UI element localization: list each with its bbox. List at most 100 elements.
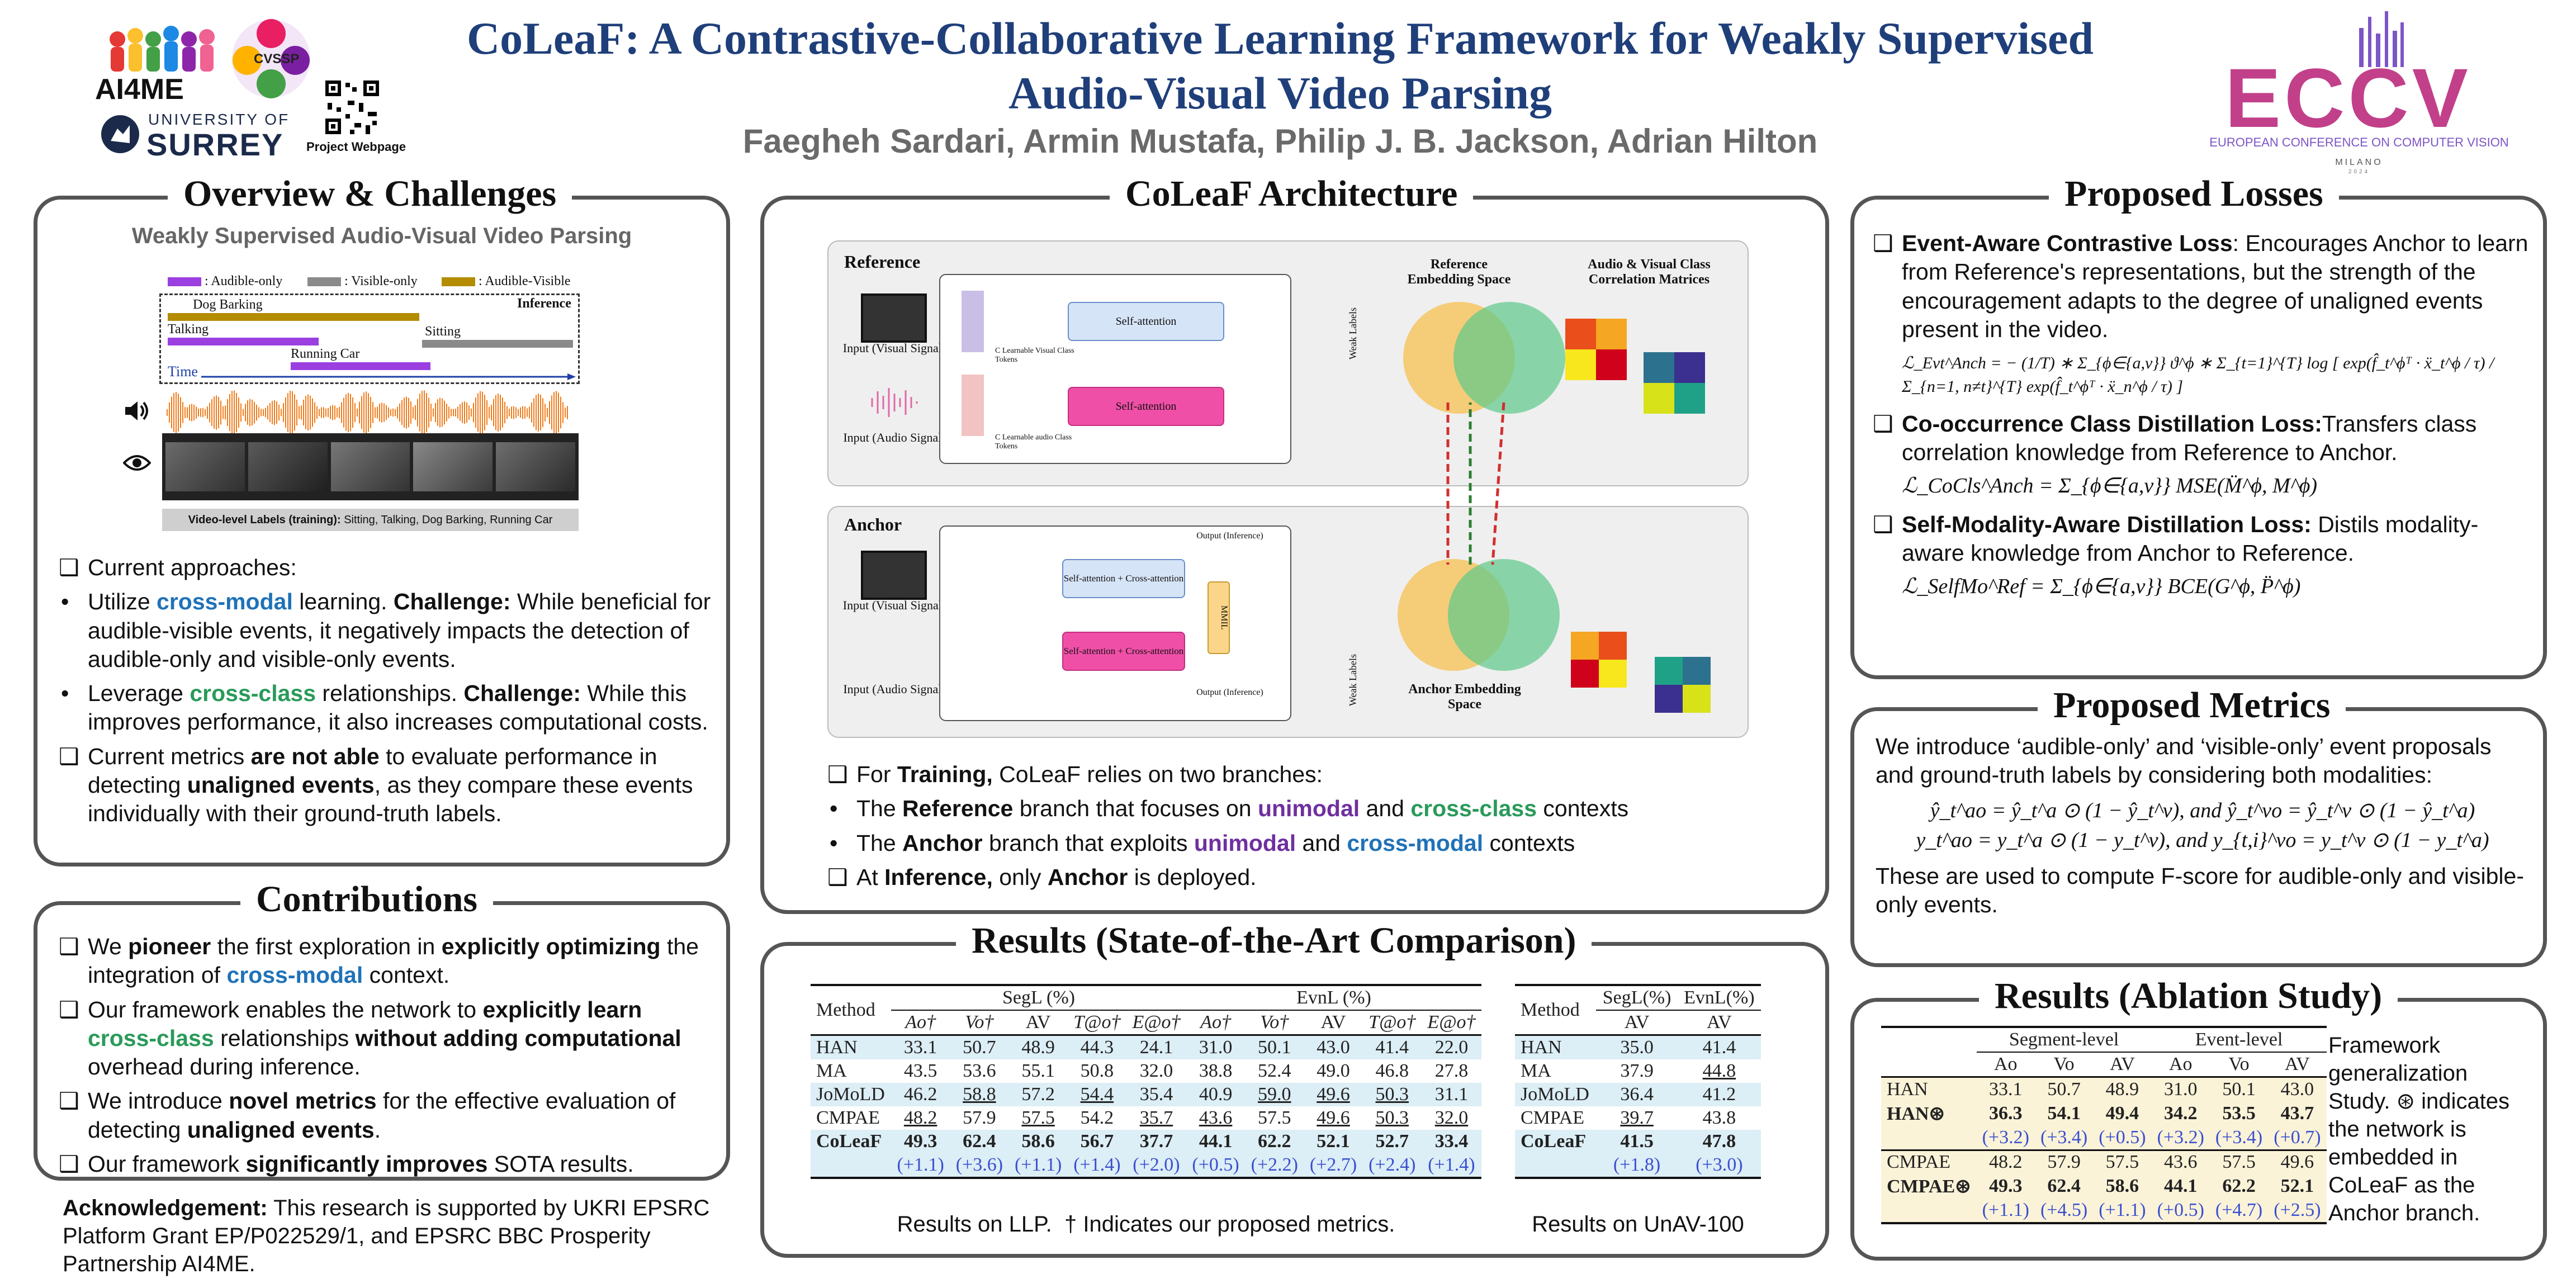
llp-col-header: T@o† [1073,1012,1121,1033]
metrics-title: Proposed Metrics [2038,687,2346,724]
anc-embedding-circles [1398,553,1565,676]
cvssp-logo: CVSSP [229,17,313,101]
table-cell: 41.2 [1677,1083,1761,1106]
table-cell: 41.5 [1596,1130,1678,1153]
legend-visible-only: : Visible-only [307,274,418,289]
table-cell: 44.8 [1702,1060,1736,1081]
ref-audio-self-attention: Self-attention [1068,387,1224,426]
ref-audio-tokens-label: C Learnable audio Class Tokens [995,433,1072,451]
ablation-title: Results (Ablation Study) [1979,978,2398,1015]
table-cell: 38.8 [1199,1060,1233,1081]
ablation-col-header: Ao [2168,1054,2193,1074]
table-cell: 50.1 [1245,1035,1304,1059]
table-cell: 32.0 [1139,1060,1173,1081]
gain-cell: (+0.5) [2093,1126,2152,1150]
ablation-col-header: Vo [2228,1054,2250,1074]
loss-evt-equation: ℒ_Evt^Anch = − (1/T) ∗ Σ_{ϕ∈{a,v}} ϑ^ϕ ∗… [1902,354,2494,396]
anc-audio-self-cross: Self-attention + Cross-attention [1062,632,1185,671]
gain-cell: (+1.4) [1421,1153,1481,1178]
llp-col-header: Vo† [1260,1012,1289,1033]
metrics-eq-gt: y_t^ao = y_t^a ⊙ (1 − y_t^v), and y_{t,i… [1916,828,2489,852]
event-talking: Talking [168,322,209,337]
anc-mmil: MMIL [1208,581,1230,654]
overview-panel [34,196,730,866]
table-cell: 54.1 [2034,1101,2094,1126]
overview-bullet-cross-modal: • Utilize cross-modal learning. Challeng… [61,589,711,672]
gain-cell: (+1.1) [891,1153,950,1178]
inference-label: Inference [517,296,571,311]
anchor-label: Anchor [844,514,902,534]
method-name: MA [816,1060,847,1081]
method-name: CoLeaF [811,1130,892,1153]
anc-visual-self-cross: Self-attention + Cross-attention [1062,559,1185,598]
llp-col-header: E@o† [1132,1012,1181,1033]
table-cell: 48.2 [903,1107,937,1128]
table-cell: 37.9 [1620,1060,1654,1081]
table-cell: 22.0 [1421,1035,1481,1059]
anchor-branch-box [939,525,1291,721]
method-name: CMPAE [816,1107,880,1128]
table-cell [1515,1153,1597,1178]
table-cell: 35.7 [1139,1107,1173,1128]
ref-audio-corr-matrix [1565,319,1627,380]
table-cell: 33.1 [1976,1077,2035,1101]
method-name: JoMoLD [811,1083,892,1106]
ref-visual-tokens-label: C Learnable Visual Class Tokens [995,347,1074,364]
table-cell: 46.8 [1375,1060,1409,1081]
method-name: CMPAE [1881,1150,1977,1174]
acknowledgement: Acknowledgement: This research is suppor… [63,1196,710,1276]
llp-col-segl: SegL (%) [891,985,1186,1011]
surrey-univ-label: UNIVERSITY OF [148,111,290,128]
table-cell: 52.1 [1304,1130,1363,1153]
ablation-col-header: AV [2285,1054,2310,1074]
table-cell: 54.2 [1080,1107,1114,1128]
qr-caption: Project Webpage [306,140,406,154]
ablation-col-header: Vo [2053,1054,2075,1074]
table-cell: 44.1 [1186,1130,1246,1153]
gain-cell: (+4.7) [2209,1198,2269,1223]
gain-cell: (+1.1) [1976,1198,2035,1223]
table-cell: 49.4 [2093,1101,2152,1126]
method-name: CoLeaF [1515,1130,1597,1153]
table-cell: 49.6 [2268,1150,2327,1174]
method-name: JoMoLD [1515,1083,1597,1106]
loss-self-modality: ❑ Self-Modality-Aware Distillation Loss:… [1873,512,2479,566]
table-cell: 43.6 [1199,1107,1233,1128]
table-cell: 62.4 [950,1130,1009,1153]
ai4me-people-icon [106,22,218,73]
llp-col-header: Ao† [905,1012,936,1033]
arch-bullet-reference: • The Reference branch that focuses on u… [830,795,1629,822]
gain-cell: (+2.7) [1304,1153,1363,1178]
table-cell: 43.5 [903,1060,937,1081]
table-cell: 44.3 [1067,1035,1126,1059]
logo-group: AI4ME CVSSP UNIVERSITY OF SURREY Project… [95,17,406,162]
table-cell: 43.0 [2268,1077,2327,1101]
table-cell: 56.7 [1067,1130,1126,1153]
gain-cell: (+3.6) [950,1153,1009,1178]
legend-audible-visible: : Audible-Visible [442,274,571,289]
table-cell: 49.6 [1304,1083,1363,1106]
contributions-list: ❑ We pioneer the first exploration in ex… [59,932,713,1184]
table-cell: 50.8 [1080,1060,1114,1081]
llp-col-evnl: EvnL (%) [1186,985,1481,1011]
inference-box [159,293,580,384]
video-frames-strip [162,433,579,500]
overview-bullets: ❑Current approaches: • Utilize cross-mod… [59,553,713,834]
surrey-logo: SURREY [146,127,284,162]
table-cell: 36.4 [1596,1083,1678,1106]
weak-labels-ref: Weak Labels [1347,307,1358,360]
table-cell: 58.8 [950,1083,1009,1106]
bar-running-car [291,362,430,370]
gain-cell: (+0.5) [2151,1198,2210,1223]
qr-code[interactable] [323,78,381,136]
distillation-arrows [1420,397,1532,576]
